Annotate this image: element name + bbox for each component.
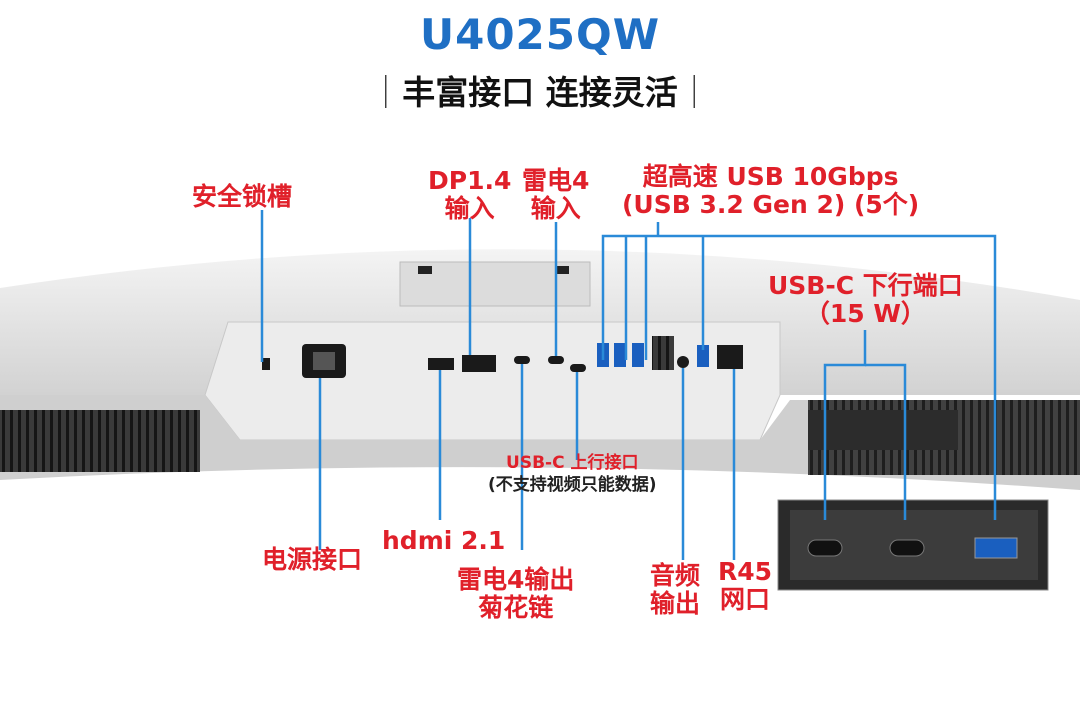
dp-port-shape	[462, 355, 496, 372]
label-thunderbolt-output: 雷电4输出 菊花链	[457, 566, 574, 622]
inset-usbc-1	[807, 539, 843, 557]
label-usbc-down-line1: USB-C 下行端口	[768, 271, 963, 300]
callout-lines	[260, 210, 997, 560]
tagline-text: 丰富接口 连接灵活	[402, 73, 678, 112]
label-dp-input-line2: 输入	[444, 194, 495, 223]
rj45-port-shape	[717, 345, 743, 369]
label-thunderbolt-input: 雷电4 输入	[522, 167, 589, 223]
usb-a-4-shape	[697, 345, 709, 367]
inset-usbc-2	[889, 539, 925, 557]
label-audio-line1: 音频	[650, 561, 701, 590]
inset-usb-a	[974, 537, 1018, 559]
usb-a-3-shape	[632, 343, 644, 367]
label-audio-line2: 输出	[650, 589, 701, 618]
label-rj45-line2: 网口	[720, 585, 771, 614]
label-usbc-downstream: USB-C 下行端口 （15 W）	[768, 272, 963, 328]
label-rj45: R45 网口	[718, 558, 772, 614]
label-rj45-line1: R45	[718, 557, 773, 586]
label-tb-input-line2: 输入	[530, 194, 581, 223]
label-dp-input: DP1.4 输入	[428, 167, 511, 223]
tb-in-port-shape	[548, 356, 564, 364]
hdmi-port-shape	[428, 358, 454, 370]
label-security-slot: 安全锁槽	[192, 182, 293, 211]
label-usbc-up-line2: (不支持视频只能数据)	[488, 475, 657, 495]
label-audio-output: 音频 输出	[650, 562, 700, 618]
io-panel	[204, 321, 781, 441]
label-usb-line2: (USB 3.2 Gen 2) (5个)	[622, 190, 920, 219]
label-tb-out-line2: 菊花链	[478, 593, 554, 622]
security-slot-shape	[262, 358, 270, 370]
callout-usbc-down-2	[865, 363, 907, 520]
label-usbc-upstream: USB-C 上行接口 (不支持视频只能数据)	[488, 452, 657, 496]
usb-a-2-shape	[614, 343, 626, 367]
label-usbc-down-line2: （15 W）	[804, 299, 926, 328]
model-title: U4025QW	[419, 10, 661, 59]
tagline: ｜丰富接口 连接灵活｜	[369, 73, 711, 112]
label-usb-superspeed: 超高速 USB 10Gbps (USB 3.2 Gen 2) (5个)	[622, 163, 919, 219]
label-hdmi: hdmi 2.1	[382, 526, 506, 555]
audio-jack-shape	[677, 356, 689, 368]
label-tb-out-line1: 雷电4输出	[457, 565, 575, 594]
callout-usb-bracket	[601, 234, 997, 520]
callout-usbc-down	[823, 330, 867, 520]
label-usb-line1: 超高速 USB 10Gbps	[642, 162, 899, 191]
tb-out-port-shape	[514, 356, 530, 364]
label-power: 电源接口	[262, 545, 363, 574]
label-tb-input-line1: 雷电4	[522, 166, 590, 195]
label-dp-input-line1: DP1.4	[428, 166, 512, 195]
usbc-up-port-shape	[570, 364, 586, 372]
label-usbc-up-line1: USB-C 上行接口	[506, 453, 639, 473]
left-vent	[0, 410, 200, 472]
